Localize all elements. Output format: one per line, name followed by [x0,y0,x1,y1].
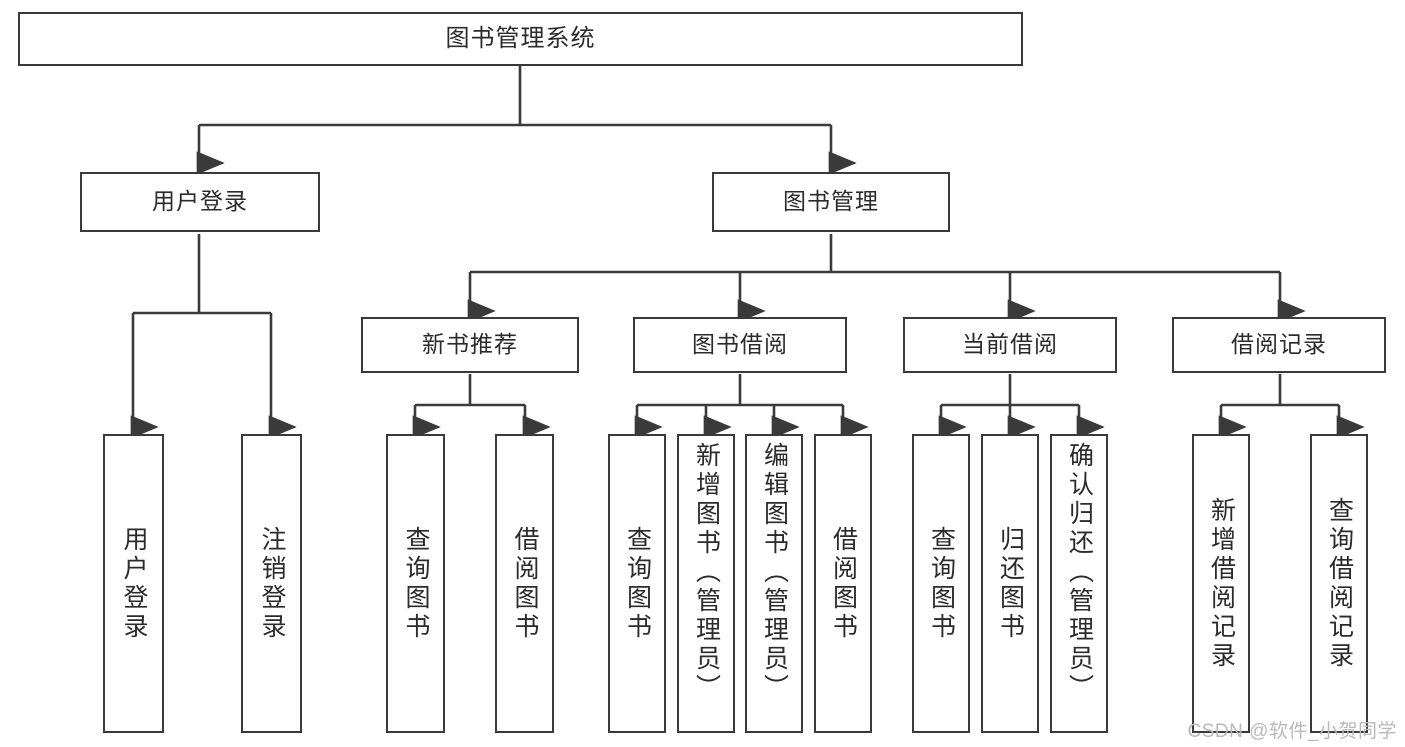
node-book-borrow[interactable]: 图书借阅 [633,317,847,373]
node-new-book-recommend[interactable]: 新书推荐 [361,317,579,373]
leaf-user-login-label: 用户登录 [120,525,148,642]
node-borrow-record-label: 借阅记录 [1231,331,1327,358]
node-new-book-recommend-label: 新书推荐 [422,331,518,358]
leaf-borrow-book[interactable]: 借阅图书 [814,434,872,733]
leaf-borrow-book-recommend[interactable]: 借阅图书 [495,434,554,733]
leaf-borrow-book-recommend-label: 借阅图书 [511,525,539,642]
leaf-query-book-recommend[interactable]: 查询图书 [386,434,445,733]
leaf-add-borrow-record[interactable]: 新增借阅记录 [1192,434,1250,733]
node-root[interactable]: 图书管理系统 [18,12,1023,66]
node-user-login-label: 用户登录 [152,188,248,215]
leaf-logout[interactable]: 注销登录 [241,434,302,733]
leaf-return-book[interactable]: 归还图书 [981,434,1039,733]
leaf-query-book-current[interactable]: 查询图书 [912,434,970,733]
leaf-confirm-return-admin[interactable]: 确认归还（管理员） [1050,434,1108,733]
csdn-watermark: CSDN @软件_小贺同学 [1187,721,1397,742]
leaf-query-borrow-record-label: 查询借阅记录 [1325,496,1354,671]
leaf-query-book-borrow[interactable]: 查询图书 [608,434,666,733]
leaf-add-book-admin-label: 新增图书（管理员） [692,442,721,703]
leaf-edit-book-admin[interactable]: 编辑图书（管理员） [745,434,803,733]
leaf-query-book-borrow-label: 查询图书 [623,525,652,642]
leaf-confirm-return-admin-label: 确认归还（管理员） [1065,442,1094,703]
leaf-return-book-label: 归还图书 [996,525,1025,642]
node-book-management[interactable]: 图书管理 [712,172,950,232]
node-book-management-label: 图书管理 [783,188,879,215]
leaf-query-borrow-record[interactable]: 查询借阅记录 [1310,434,1368,733]
leaf-edit-book-admin-label: 编辑图书（管理员） [760,442,789,703]
leaf-add-book-admin[interactable]: 新增图书（管理员） [677,434,735,733]
leaf-user-login[interactable]: 用户登录 [103,434,164,733]
node-user-login[interactable]: 用户登录 [80,172,320,232]
node-borrow-record[interactable]: 借阅记录 [1172,317,1386,373]
node-current-borrow-label: 当前借阅 [962,331,1058,358]
leaf-add-borrow-record-label: 新增借阅记录 [1207,496,1236,671]
leaf-query-book-recommend-label: 查询图书 [402,525,430,642]
leaf-logout-label: 注销登录 [258,525,286,642]
leaf-borrow-book-label: 借阅图书 [829,525,858,642]
node-root-label: 图书管理系统 [445,24,596,52]
leaf-query-book-current-label: 查询图书 [927,525,956,642]
node-current-borrow[interactable]: 当前借阅 [903,317,1117,373]
node-book-borrow-label: 图书借阅 [692,331,788,358]
